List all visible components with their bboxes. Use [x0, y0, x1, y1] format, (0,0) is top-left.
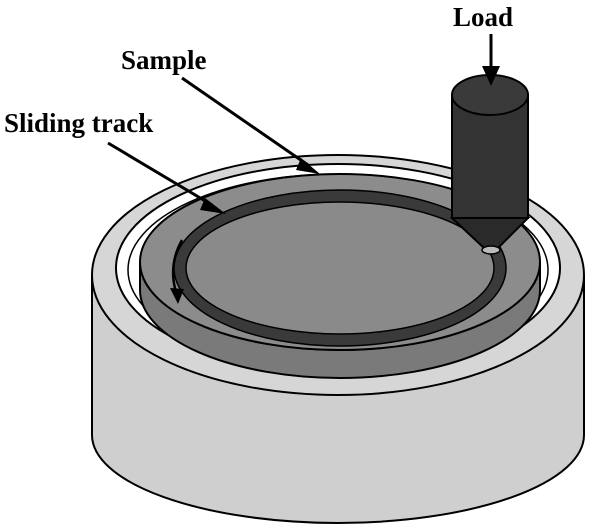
- rotation-arrowhead: [170, 288, 184, 304]
- pin-tip: [481, 245, 501, 255]
- sample-pointer-line: [181, 76, 309, 167]
- load-arrowhead: [482, 66, 500, 86]
- track-inner-edge: [185, 201, 495, 335]
- sample-pointer-head: [296, 158, 320, 174]
- sample-label: Sample: [121, 45, 207, 75]
- track-pointer-head: [200, 198, 226, 214]
- rotation-arrow: [171, 239, 184, 293]
- load-label: Load: [453, 2, 514, 32]
- sliding-track-label: Sliding track: [4, 108, 154, 138]
- track-pointer-line: [107, 141, 213, 207]
- sliding-track: [174, 190, 506, 346]
